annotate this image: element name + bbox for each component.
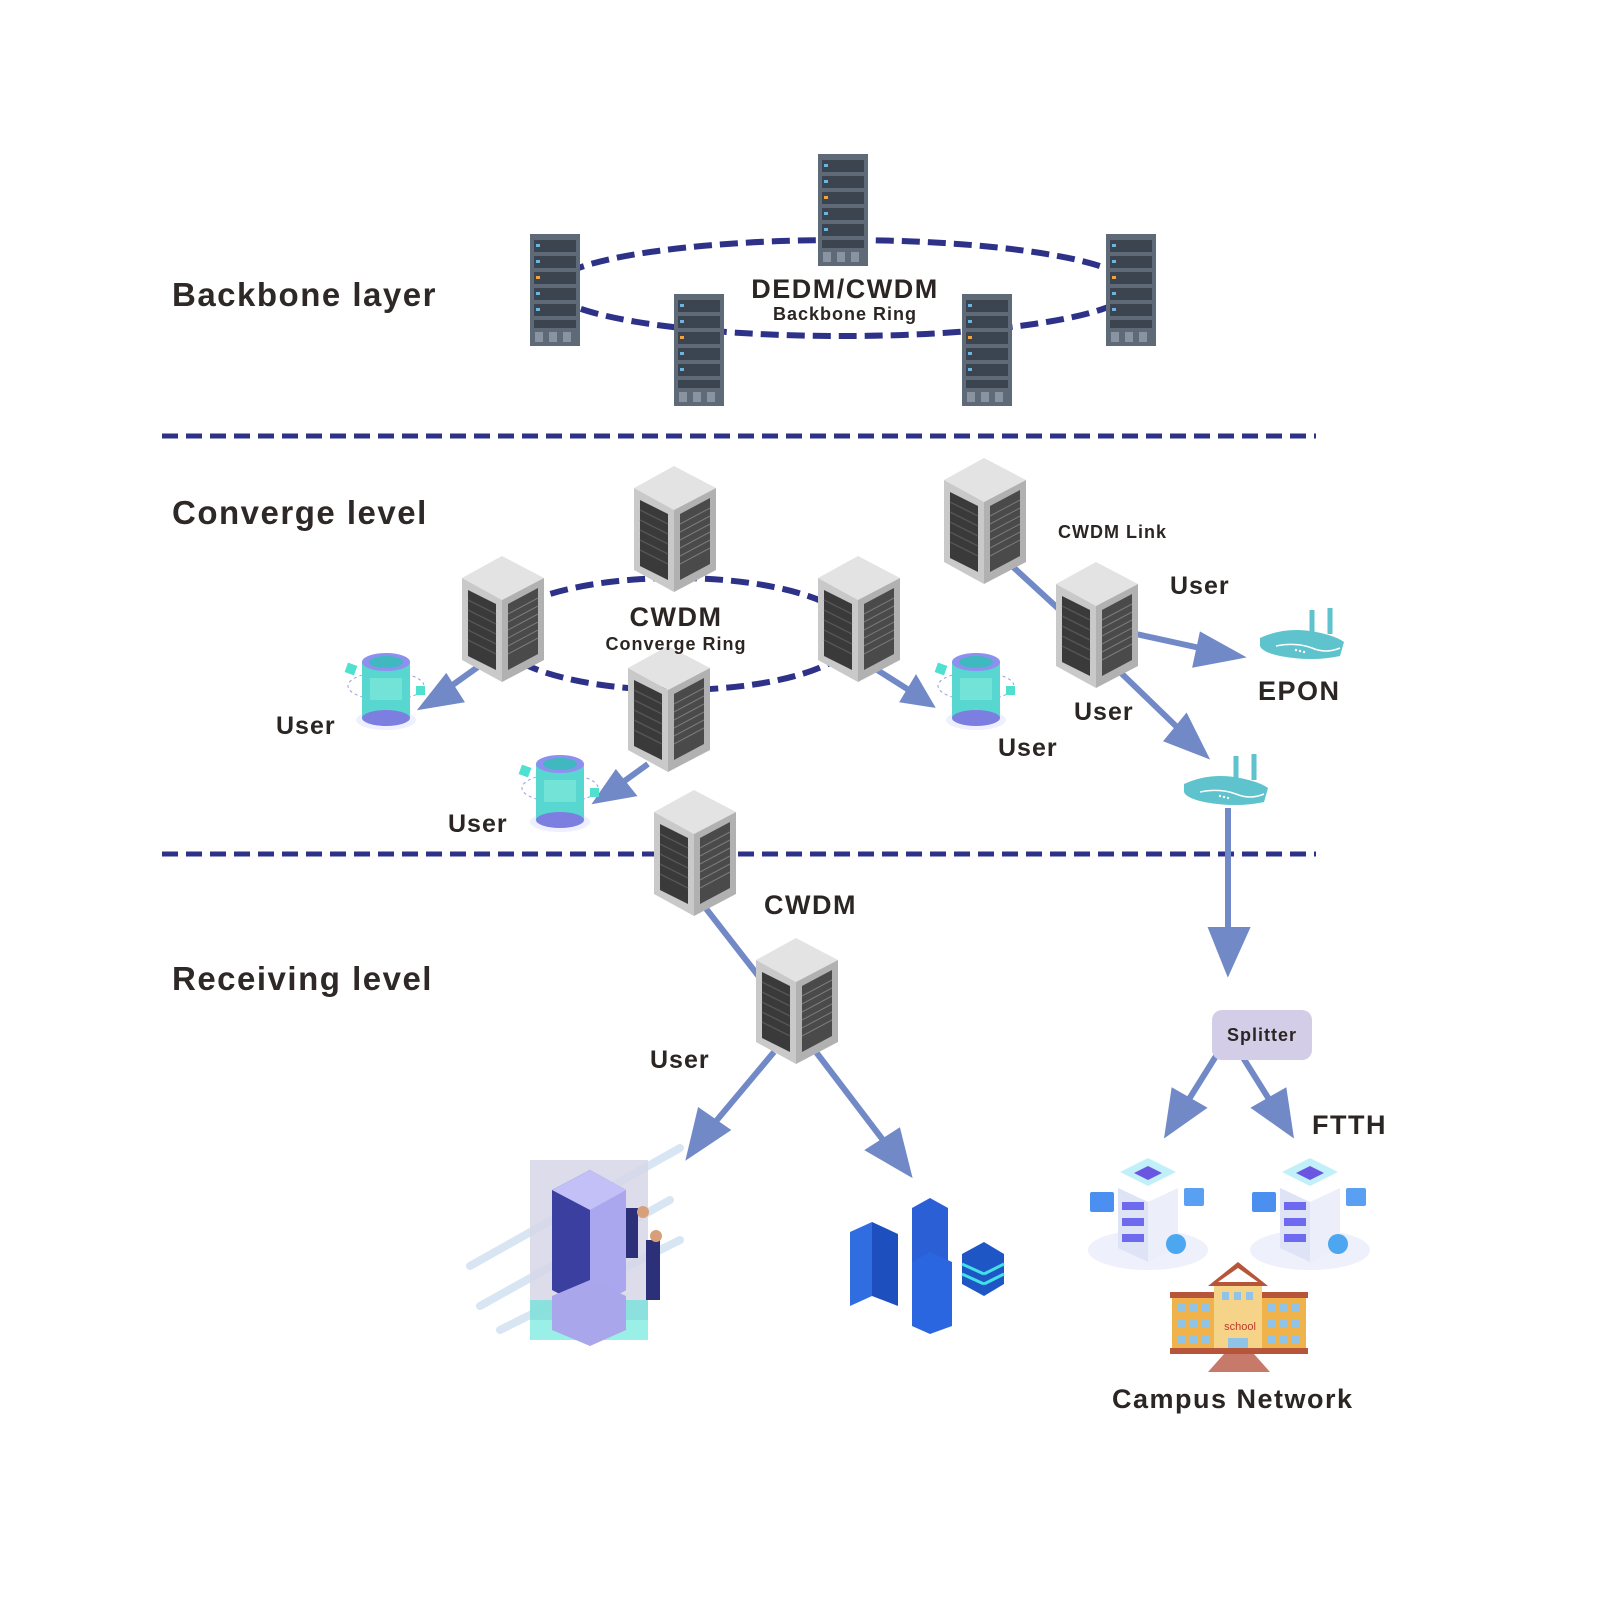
arrow-head bbox=[1163, 712, 1211, 760]
arrow-router bbox=[1117, 669, 1183, 733]
user-label: User bbox=[1170, 572, 1230, 600]
converge-node-right bbox=[817, 555, 901, 683]
ftth-label: FTTH bbox=[1312, 1110, 1387, 1140]
converge-node-bottom bbox=[627, 645, 711, 773]
arrow-head bbox=[1192, 631, 1247, 668]
user-datastore-icon bbox=[518, 754, 600, 833]
backbone-node-right bbox=[1106, 234, 1156, 346]
cwdm-link-label: CWDM Link bbox=[1058, 522, 1167, 542]
cwdm-receiving-link bbox=[701, 904, 763, 980]
converge-node-left bbox=[461, 555, 545, 683]
backbone-node-top bbox=[818, 154, 868, 266]
receiving-cwdm-label: CWDM bbox=[764, 890, 857, 920]
backbone-node-bottom-right bbox=[962, 294, 1012, 406]
user-datastore-icon bbox=[934, 652, 1016, 731]
arrow-buildings bbox=[813, 1050, 889, 1146]
epon-router-icon bbox=[1260, 608, 1344, 659]
converge-ring-subtitle: Converge Ring bbox=[605, 634, 747, 654]
arrow-head bbox=[416, 672, 465, 711]
cwdm-link-node-top bbox=[943, 457, 1027, 585]
user-label: User bbox=[276, 712, 336, 740]
school-building-icon: school bbox=[1170, 1262, 1308, 1372]
epon-label: EPON bbox=[1258, 676, 1341, 706]
converge-ring-title: CWDM bbox=[629, 602, 723, 632]
user-label: User bbox=[650, 1046, 710, 1074]
user-label: User bbox=[1074, 698, 1134, 726]
user-label: User bbox=[448, 810, 508, 838]
layer-label-converge: Converge level bbox=[172, 494, 428, 531]
campus-network-label: Campus Network bbox=[1112, 1384, 1354, 1414]
ftth-device-icon bbox=[1250, 1158, 1370, 1270]
ftth-device-icon bbox=[1088, 1158, 1208, 1270]
receiving-node-top bbox=[653, 789, 737, 917]
splitter-box: Splitter bbox=[1212, 1010, 1312, 1060]
user-datastore-icon bbox=[344, 652, 426, 731]
arrow-head bbox=[1207, 927, 1251, 978]
user-label: User bbox=[998, 734, 1058, 762]
arrow-epon bbox=[1135, 631, 1201, 651]
arrow-right-user bbox=[872, 665, 914, 695]
arrow-head bbox=[685, 1107, 732, 1161]
backbone-ring-title: DEDM/CWDM bbox=[751, 274, 939, 304]
layer-label-receiving: Receiving level bbox=[172, 960, 433, 997]
backbone-node-bottom-left bbox=[674, 294, 724, 406]
arrow-head bbox=[591, 768, 638, 805]
backbone-ring-subtitle: Backbone Ring bbox=[772, 304, 918, 324]
datacenter-illustration bbox=[466, 1144, 684, 1346]
arrow-head bbox=[1163, 1087, 1208, 1139]
arrow-datacenter bbox=[709, 1050, 777, 1128]
cwdm-link-node bbox=[1055, 561, 1139, 689]
cwdm-link-line bbox=[1009, 563, 1065, 615]
buildings-illustration bbox=[850, 1198, 1005, 1334]
converge-node-top bbox=[633, 465, 717, 593]
arrow-head bbox=[899, 674, 936, 708]
school-sign: school bbox=[1224, 1321, 1256, 1333]
router-icon bbox=[1184, 754, 1268, 805]
receiving-node bbox=[755, 937, 839, 1065]
layer-label-backbone: Backbone layer bbox=[172, 276, 437, 313]
backbone-node-left bbox=[530, 234, 580, 346]
arrow-head bbox=[1250, 1087, 1295, 1139]
arrow-head bbox=[864, 1127, 913, 1179]
